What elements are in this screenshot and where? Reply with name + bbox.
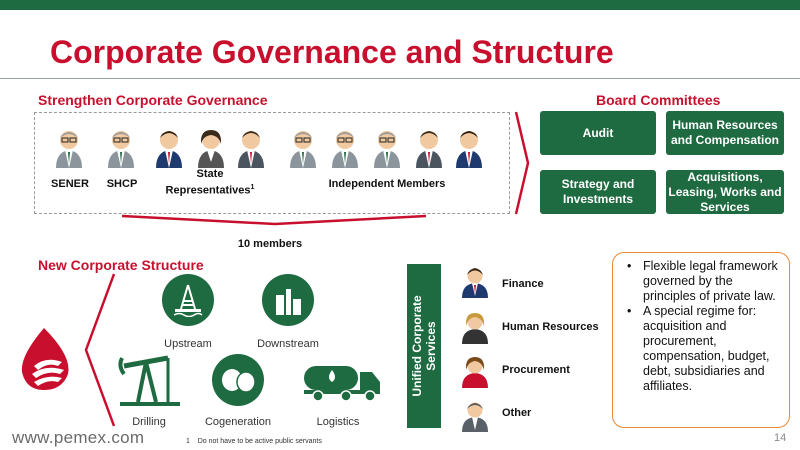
note-bullet-1: Flexible legal framework governed by the… (623, 259, 781, 304)
service-finance: Finance (502, 278, 544, 290)
unit-drilling: Drilling (132, 416, 166, 428)
unit-logistics: Logistics (316, 416, 360, 428)
unit-upstream: Upstream (164, 338, 212, 350)
pump-jack-icon (118, 355, 180, 406)
label-shcp: SHCP (106, 178, 138, 190)
title-divider (0, 78, 800, 79)
label-independent-members: Independent Members (328, 178, 446, 190)
committee-acquisitions: Acquisitions, Leasing, Works and Service… (666, 170, 784, 214)
unit-downstream: Downstream (257, 338, 319, 350)
service-human-resources: Human Resources (502, 321, 599, 333)
page-title: Corporate Governance and Structure (50, 34, 614, 70)
refinery-icon (262, 274, 314, 326)
footer-website: www.pemex.com (12, 428, 145, 447)
footnote: 1 Do not have to be active public servan… (186, 438, 322, 445)
service-procurement: Procurement (502, 364, 570, 376)
committee-audit: Audit (540, 111, 656, 155)
governance-heading: Strengthen Corporate Governance (38, 92, 268, 108)
committees-bracket (514, 111, 530, 215)
structure-heading: New Corporate Structure (38, 257, 204, 273)
tanker-truck-icon (304, 366, 380, 402)
pemex-logo-icon (21, 328, 69, 390)
oil-rig-icon (162, 274, 214, 326)
members-count: 10 members (237, 238, 303, 250)
services-person-icons (462, 268, 488, 432)
service-other: Other (502, 407, 532, 419)
unit-cogeneration: Cogeneration (204, 416, 272, 428)
structure-bracket (84, 273, 116, 427)
committee-strategy: Strategy and Investments (540, 170, 656, 214)
board-members-box (34, 112, 510, 214)
note-bullet-2: A special regime for: acquisition and pr… (623, 304, 781, 394)
label-sener: SENER (51, 178, 89, 190)
legal-framework-notes: Flexible legal framework governed by the… (612, 252, 790, 428)
board-member-icons (55, 130, 482, 169)
storage-tanks-icon (212, 354, 264, 406)
committees-heading: Board Committees (596, 92, 721, 108)
top-accent-bar (0, 0, 800, 10)
label-state-representatives: State Representatives1 (165, 168, 255, 197)
members-brace (121, 214, 427, 226)
page-number: 14 (774, 432, 787, 444)
committee-human-resources: Human Resources and Compensation (666, 111, 784, 155)
